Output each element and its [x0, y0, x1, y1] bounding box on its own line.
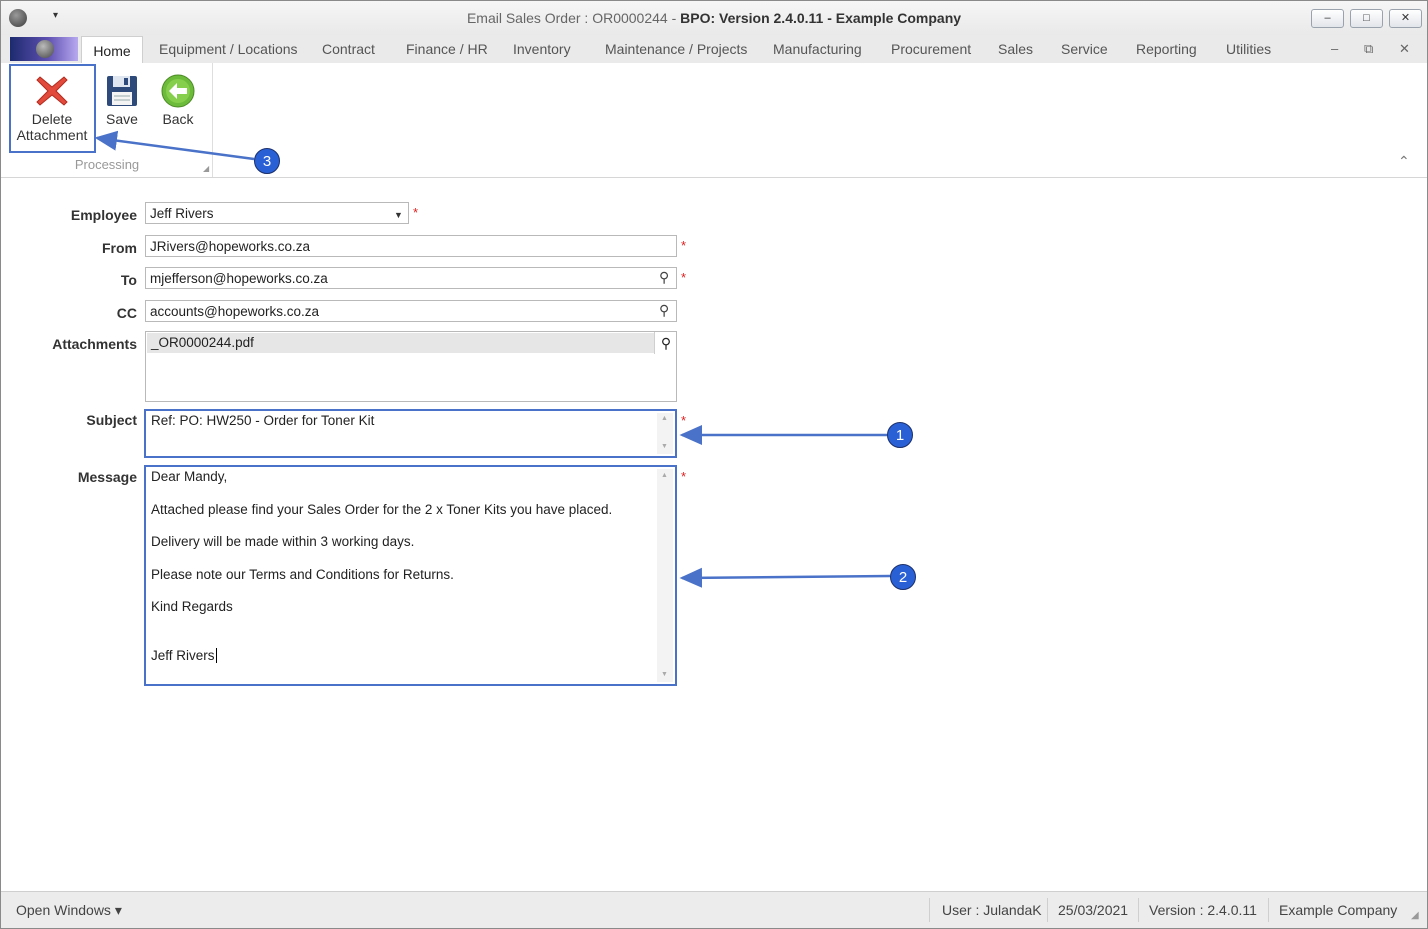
status-separator	[1268, 898, 1269, 922]
tab-sales[interactable]: Sales	[998, 41, 1034, 57]
message-line: Kind Regards	[151, 599, 233, 614]
resize-grip-icon[interactable]: ◢	[1411, 910, 1419, 921]
employee-required-mark: *	[413, 205, 419, 220]
save-label: Save	[106, 111, 138, 127]
chevron-down-icon[interactable]: ▼	[394, 210, 403, 220]
message-required-mark: *	[681, 469, 687, 484]
tab-finance-hr[interactable]: Finance / HR	[406, 41, 488, 57]
tab-procurement[interactable]: Procurement	[891, 41, 972, 57]
subject-text: Ref: PO: HW250 - Order for Toner Kit	[151, 413, 375, 428]
status-date: 25/03/2021	[1058, 902, 1129, 918]
message-line: Attached please find your Sales Order fo…	[151, 502, 613, 517]
attachments-label: Attachments	[52, 336, 137, 352]
to-field[interactable]: mjefferson@hopeworks.co.za	[145, 267, 677, 289]
maximize-button[interactable]: □	[1350, 9, 1383, 28]
tab-home-label: Home	[93, 43, 131, 59]
employee-select[interactable]: Jeff Rivers	[145, 202, 409, 224]
tab-service[interactable]: Service	[1061, 41, 1108, 57]
ribbon-group-label: Processing	[74, 157, 140, 172]
tab-contract[interactable]: Contract	[322, 41, 375, 57]
tab-maintenance-projects[interactable]: Maintenance / Projects	[605, 41, 748, 57]
status-company: Example Company	[1279, 902, 1398, 918]
arrow-2	[679, 567, 891, 588]
minimize-button[interactable]: –	[1311, 9, 1344, 28]
mdi-minimize-button[interactable]: –	[1331, 41, 1339, 56]
group-launcher-icon[interactable]: ◢	[203, 164, 210, 173]
status-separator	[1138, 898, 1139, 922]
callout-1: 1	[887, 422, 913, 448]
callout-3: 3	[254, 148, 280, 174]
bpo-logo-icon	[36, 40, 54, 58]
window-title-app: BPO: Version 2.4.0.11 - Example Company	[680, 10, 962, 26]
cc-search-icon[interactable]: ⚲	[659, 302, 670, 318]
to-required-mark: *	[681, 270, 687, 285]
quick-access-dropdown-icon[interactable]: ▾	[53, 10, 59, 21]
message-scrollbar[interactable]: ▲▼	[657, 469, 673, 682]
tab-inventory[interactable]: Inventory	[513, 41, 571, 57]
tab-reporting[interactable]: Reporting	[1136, 41, 1197, 57]
from-field[interactable]: JRivers@hopeworks.co.za	[145, 235, 677, 257]
delete-attachment-button[interactable]: Delete Attachment	[9, 67, 95, 143]
subject-scrollbar[interactable]: ▲▼	[657, 413, 673, 454]
status-separator	[1047, 898, 1048, 922]
text-caret	[215, 648, 217, 663]
back-arrow-icon	[161, 74, 195, 108]
window-title: Email Sales Order : OR0000244 - BPO: Ver…	[1, 10, 1427, 26]
delete-attachment-highlight	[9, 64, 96, 153]
cc-field[interactable]: accounts@hopeworks.co.za	[145, 300, 677, 322]
subject-required-mark: *	[681, 413, 687, 428]
message-line: Please note our Terms and Conditions for…	[151, 567, 454, 582]
open-windows-button[interactable]: Open Windows ▾	[16, 902, 122, 918]
message-line: Dear Mandy,	[151, 469, 228, 484]
floppy-disk-icon	[107, 76, 137, 106]
delete-label-line2: Attachment	[16, 127, 88, 143]
tab-equipment-locations[interactable]: Equipment / Locations	[159, 41, 298, 57]
tab-utilities[interactable]: Utilities	[1226, 41, 1272, 57]
from-label: From	[102, 240, 137, 256]
ribbon-group-processing: Delete Attachment Save	[7, 63, 213, 177]
back-button[interactable]: Back	[155, 67, 201, 127]
subject-label: Subject	[86, 412, 137, 428]
status-bar: Open Windows ▾ User : JulandaK 25/03/202…	[1, 891, 1427, 928]
signature-text: Jeff Rivers	[151, 648, 215, 663]
employee-label: Employee	[70, 207, 137, 223]
status-separator	[929, 898, 930, 922]
message-field[interactable]: Dear Mandy, Attached please find your Sa…	[144, 465, 677, 686]
tab-home[interactable]: Home	[81, 36, 143, 64]
mdi-close-button[interactable]: ✕	[1399, 41, 1410, 56]
back-label: Back	[162, 111, 194, 127]
attachment-search-icon[interactable]: ⚲	[654, 332, 677, 354]
cc-label: CC	[116, 305, 137, 321]
status-version: Version : 2.4.0.11	[1149, 902, 1257, 918]
collapse-ribbon-icon[interactable]: ⌃	[1398, 153, 1410, 169]
attachments-list[interactable]: _OR0000244.pdf ⚲	[145, 331, 677, 402]
message-label: Message	[77, 469, 137, 485]
to-search-icon[interactable]: ⚲	[659, 269, 670, 285]
close-button[interactable]: ✕	[1389, 9, 1422, 28]
application-menu-button[interactable]	[10, 37, 78, 61]
attachment-item[interactable]: _OR0000244.pdf	[147, 333, 654, 353]
from-required-mark: *	[681, 238, 687, 253]
ribbon-tabs: Home Equipment / Locations Contract Fina…	[1, 35, 1427, 64]
window-title-prefix: Email Sales Order : OR0000244 -	[466, 10, 681, 26]
status-user: User : JulandaK	[942, 902, 1042, 918]
delete-label-line1: Delete	[31, 111, 73, 127]
message-line: Delivery will be made within 3 working d…	[151, 534, 415, 549]
tab-manufacturing[interactable]: Manufacturing	[773, 41, 862, 57]
callout-2: 2	[890, 564, 916, 590]
delete-x-icon	[36, 76, 68, 106]
to-label: To	[120, 272, 137, 288]
ribbon-panel: Delete Attachment Save	[1, 63, 1427, 178]
subject-field[interactable]: Ref: PO: HW250 - Order for Toner Kit ▲▼	[144, 409, 677, 458]
message-line-signature: Jeff Rivers	[151, 648, 217, 663]
title-bar: ▾ Email Sales Order : OR0000244 - BPO: V…	[1, 1, 1427, 35]
app-logo-icon[interactable]	[9, 9, 27, 27]
mdi-restore-button[interactable]: ⧉	[1364, 41, 1374, 56]
save-button[interactable]: Save	[99, 67, 145, 127]
